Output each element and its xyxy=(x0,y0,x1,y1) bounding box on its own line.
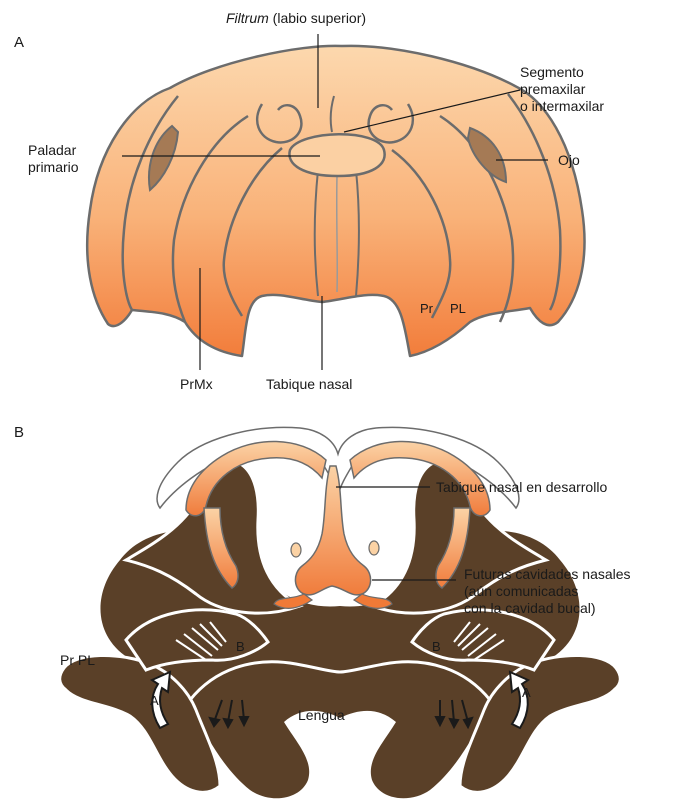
left-nasal-bud xyxy=(291,543,301,557)
panel-b-letter: B xyxy=(14,424,24,441)
filtrum-italic: Filtrum xyxy=(226,10,269,26)
arrow-a-right-label: A xyxy=(522,684,531,701)
pr-label: Pr xyxy=(420,300,433,317)
futuras-cavidades-label: Futuras cavidades nasales (aún comunicad… xyxy=(464,566,631,617)
tabique-nasal-label: Tabique nasal xyxy=(266,376,352,393)
pl-label: PL xyxy=(450,300,466,317)
primary-palate xyxy=(289,134,384,176)
filtrum-label: Filtrum (labio superior) xyxy=(226,10,366,27)
filtrum-rest: (labio superior) xyxy=(269,10,366,26)
right-nasal-bud xyxy=(369,541,379,555)
tabique-desarrollo-label: Tabique nasal en desarrollo xyxy=(436,479,607,496)
paladar-label: Paladar primario xyxy=(28,142,79,176)
ojo-label: Ojo xyxy=(558,152,580,169)
arrow-a-left-label: A xyxy=(150,692,159,709)
septum-mid-line xyxy=(337,176,338,292)
arrow-b-right-label: B xyxy=(432,638,441,655)
prmx-label: PrMx xyxy=(180,376,213,393)
panel-a-letter: A xyxy=(14,34,24,51)
lengua-label: Lengua xyxy=(298,707,345,724)
arrow-b-left-label: B xyxy=(236,638,245,655)
pr-pl-label: Pr PL xyxy=(60,652,95,669)
premaxilar-label: Segmento premaxilar o intermaxilar xyxy=(520,64,604,115)
developing-septum xyxy=(295,466,370,595)
